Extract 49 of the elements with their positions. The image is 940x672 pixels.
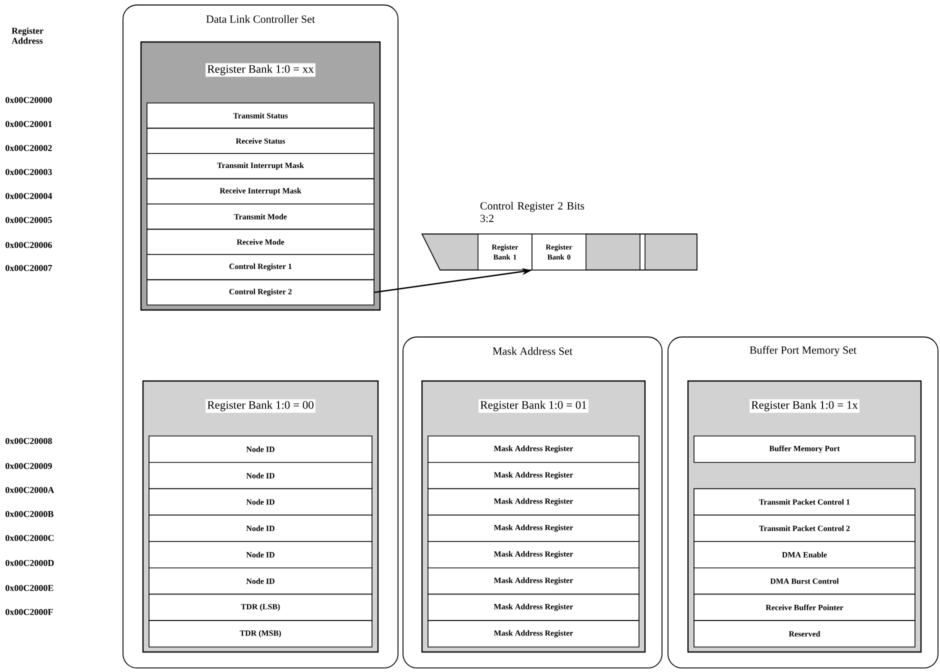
address-label: 0x00C2000C: [6, 534, 54, 542]
address-label: 0x00C2000F: [6, 608, 53, 616]
address-label: 0x00C20004: [6, 192, 52, 200]
register-row: Transmit Packet Control 1: [694, 488, 916, 516]
register-row: Node ID: [148, 462, 372, 490]
address-label: 0x00C2000A: [6, 486, 54, 494]
register-row: DMA Burst Control: [694, 567, 916, 595]
address-label: 0x00C2000E: [6, 584, 54, 592]
register-row: Control Register 2: [146, 279, 374, 306]
register-row: Control Register 1: [146, 254, 374, 280]
node-label: Control Register 2 Bits 3:2: [480, 202, 584, 222]
register-row: TDR (LSB): [148, 594, 372, 621]
register-row: Transmit Mode: [146, 204, 374, 230]
register-row: Mask Address Register: [428, 462, 640, 490]
register-row: Node ID: [148, 541, 372, 568]
register-row: Transmit Status: [146, 102, 374, 129]
register-row: Node ID: [148, 488, 372, 516]
register-row: Mask Address Register: [428, 620, 640, 648]
register-row: Mask Address Register: [428, 541, 640, 568]
register-row: Buffer Memory Port: [694, 436, 916, 463]
register-row: Receive Mode: [146, 228, 374, 255]
register-row: Receive Buffer Pointer: [694, 594, 916, 621]
register-row: TDR (MSB): [148, 620, 372, 648]
address-label: 0x00C20003: [6, 168, 52, 176]
address-label: 0x00C20007: [6, 264, 52, 272]
register-row: Mask Address Register: [428, 514, 640, 542]
register-row: Mask Address Register: [428, 594, 640, 621]
register-row: Receive Interrupt Mask: [146, 178, 374, 204]
address-label: 0x00C2000B: [6, 510, 54, 518]
register-row: Receive Status: [146, 128, 374, 154]
address-label: 0x00C20000: [6, 96, 52, 104]
register-row: Reserved: [694, 620, 916, 648]
register-row: Mask Address Register: [428, 567, 640, 595]
address-label: 0x00C20005: [6, 216, 52, 224]
address-label: 0x00C20002: [6, 144, 52, 152]
register-row: Mask Address Register: [428, 488, 640, 516]
register-row: Mask Address Register: [428, 436, 640, 463]
register-row: Transmit Packet Control 2: [694, 514, 916, 542]
register-row: Node ID: [148, 514, 372, 542]
register-row: Node ID: [148, 567, 372, 595]
column-heading: Register Address: [12, 28, 44, 44]
register-row: Node ID: [148, 436, 372, 463]
address-label: 0x00C20001: [6, 120, 52, 128]
register-row: Transmit Interrupt Mask: [146, 153, 374, 180]
address-label: 0x00C20006: [6, 242, 52, 248]
address-label: 0x00C2000D: [6, 560, 54, 566]
address-label: 0x00C20008: [6, 438, 52, 444]
address-label: 0x00C20009: [6, 462, 52, 470]
register-row: DMA Enable: [694, 541, 916, 568]
